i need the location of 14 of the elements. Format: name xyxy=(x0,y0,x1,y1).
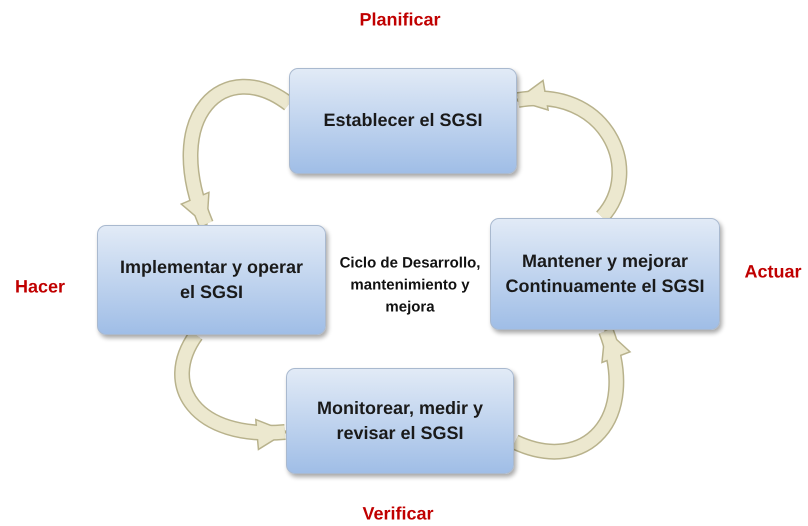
box-text: Implementar y operar el SGSI xyxy=(118,256,304,304)
process-box xyxy=(97,225,326,335)
curved-arrow xyxy=(512,328,630,460)
phase-label: Actuar xyxy=(744,262,802,282)
center-label: Ciclo de Desarrollo, mantenimiento y mejora xyxy=(338,253,482,317)
process-box xyxy=(289,68,517,174)
process-box xyxy=(286,368,514,474)
box-text: Mantener y mejorar Continuamente el SGSI xyxy=(505,250,705,298)
process-box xyxy=(490,218,720,330)
box-text: Establecer el SGSI xyxy=(323,109,483,132)
phase-label: Verificar xyxy=(362,504,434,524)
phase-label: Hacer xyxy=(14,276,66,298)
phase-label: Planificar xyxy=(359,10,441,30)
box-text: Monitorear, medir y revisar el SGSI xyxy=(316,396,484,445)
